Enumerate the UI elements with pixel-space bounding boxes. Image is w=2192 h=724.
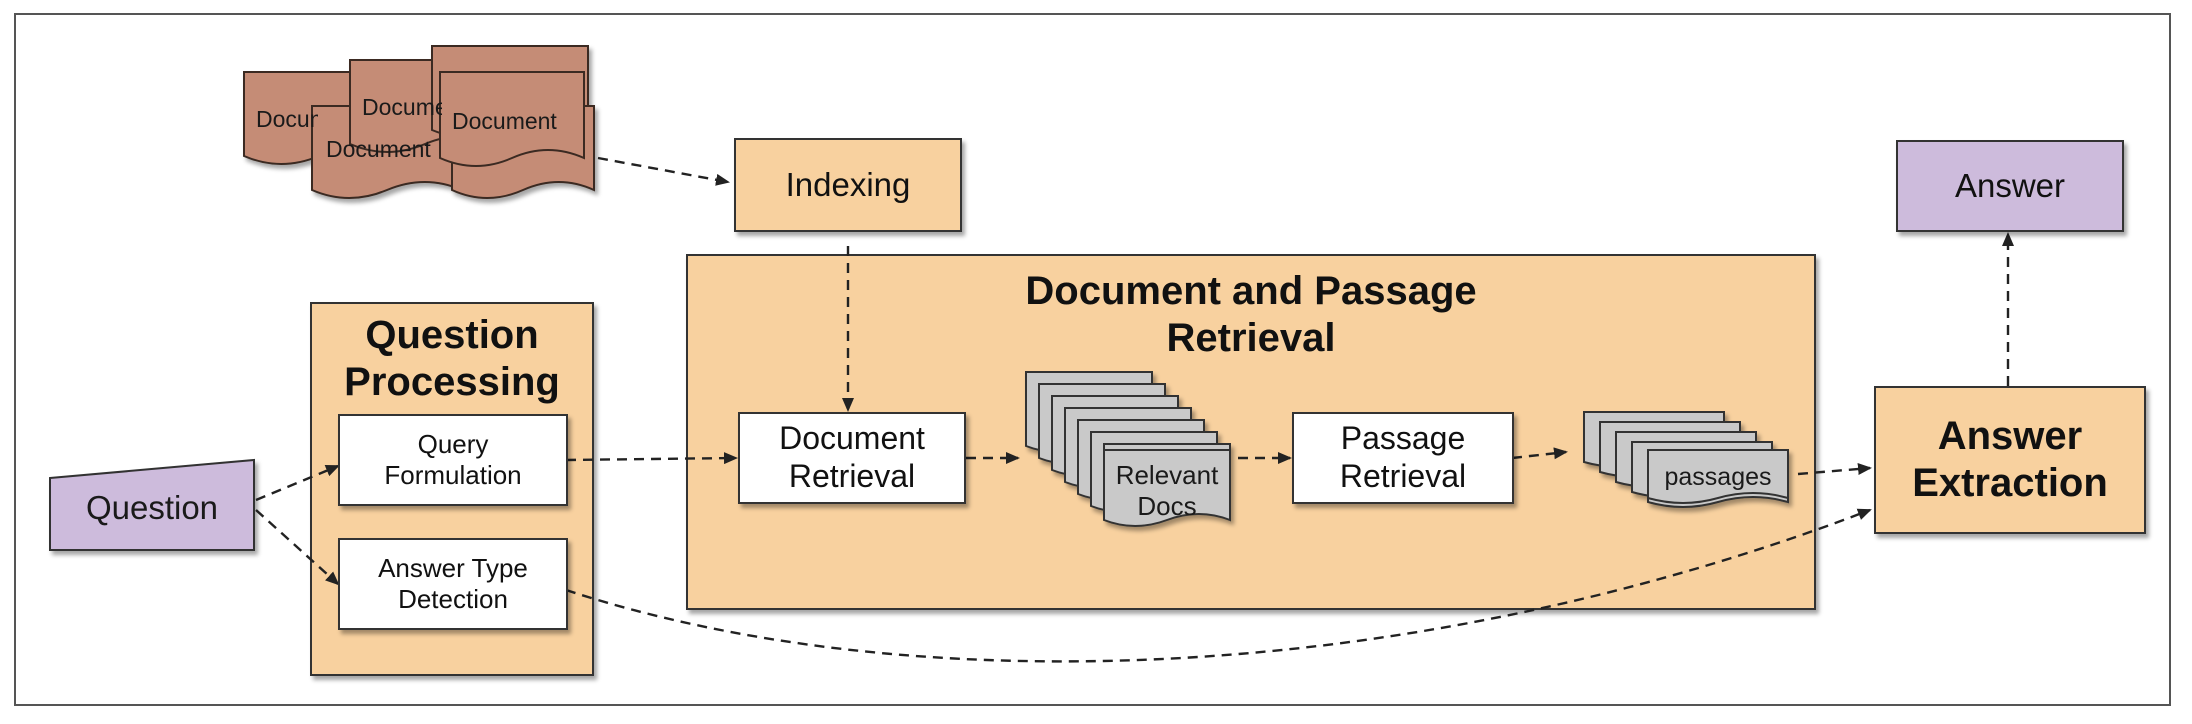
query-formulation-box: Query Formulation	[338, 414, 568, 506]
document-icon	[439, 71, 585, 167]
question-shape	[49, 458, 255, 551]
answer-extraction-box: Answer Extraction	[1874, 386, 2146, 534]
answer-box: Answer	[1896, 140, 2124, 232]
doc-passage-retrieval-title: Document and Passage Retrieval	[1025, 269, 1477, 360]
document-label: Document	[256, 106, 318, 132]
arrow-answer-type-to-extraction	[565, 508, 1872, 663]
answer-label: Answer	[1954, 166, 2066, 204]
indexing-label: Indexing	[785, 165, 911, 203]
passage-retrieval-label: Passage Retrieval	[1339, 420, 1467, 494]
answer-type-detection-box: Answer Type Detection	[338, 538, 568, 630]
passages-label: passages	[1664, 463, 1772, 491]
question-processing-title: Question Processing	[344, 313, 560, 404]
arrow-query-to-doc-retrieval	[565, 452, 738, 465]
arrow-question-to-answer-type	[255, 509, 340, 586]
indexing-box: Indexing	[734, 138, 962, 232]
document-label: Document	[326, 136, 431, 162]
passage-retrieval-box: Passage Retrieval	[1292, 412, 1514, 504]
arrow-question-to-query	[255, 464, 340, 502]
passages-stack	[1583, 411, 1789, 508]
document-label: Document	[362, 94, 442, 120]
arrow-passage-to-passages	[1511, 447, 1568, 460]
document-label: Document	[452, 108, 557, 134]
question-label: Question	[85, 489, 219, 526]
arrow-documents-to-indexing	[597, 156, 730, 186]
document-retrieval-box: Document Retrieval	[738, 412, 966, 504]
query-formulation-label: Query Formulation	[384, 429, 522, 490]
relevant-docs-stack	[1025, 371, 1231, 527]
document-pile	[243, 45, 595, 199]
answer-extraction-label: Answer Extraction	[1912, 413, 2108, 505]
arrow-passages-to-extraction	[1797, 463, 1872, 476]
relevant-docs-label: Relevant Docs	[1115, 460, 1219, 522]
answer-type-detection-label: Answer Type Detection	[378, 553, 528, 614]
document-retrieval-label: Document Retrieval	[779, 420, 925, 494]
